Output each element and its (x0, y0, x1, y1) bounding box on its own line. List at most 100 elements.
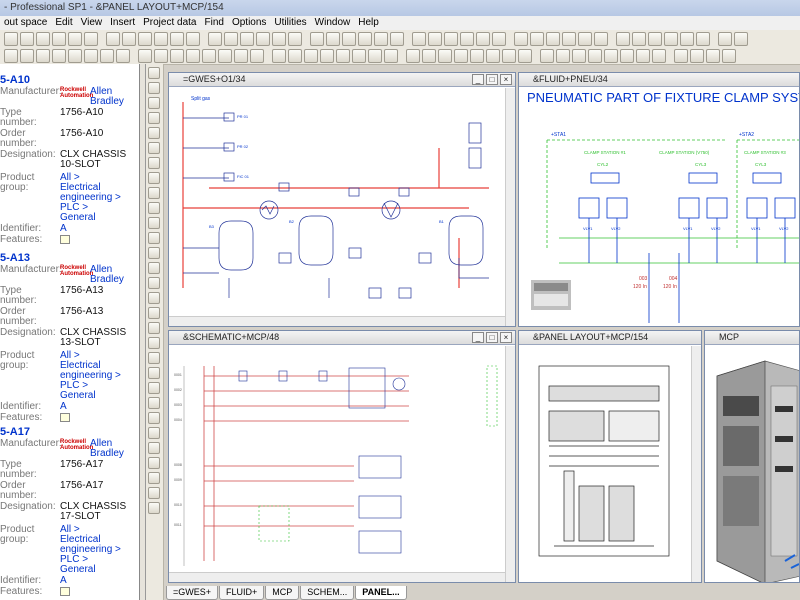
vertical-tool-button[interactable] (148, 457, 160, 469)
toolbar-button[interactable] (84, 48, 98, 63)
toolbar-button[interactable] (186, 48, 200, 63)
close-button[interactable]: × (500, 332, 512, 343)
toolbar-button[interactable] (240, 31, 254, 46)
toolbar-button[interactable] (250, 48, 264, 63)
vertical-tool-button[interactable] (148, 307, 160, 319)
pneumatic-diagram[interactable]: PNEUMATIC PART OF FIXTURE CLAMP SYSTEM +… (519, 88, 799, 326)
toolbar-button[interactable] (734, 31, 748, 46)
menu-project-data[interactable]: Project data (143, 17, 197, 28)
group-item[interactable]: All > (60, 524, 80, 535)
group-item[interactable]: Electrical engineering > (60, 360, 121, 381)
horizontal-scrollbar[interactable] (169, 316, 505, 326)
toolbar-button[interactable] (170, 48, 184, 63)
vertical-tool-button[interactable] (148, 502, 160, 514)
toolbar-button[interactable] (460, 31, 474, 46)
toolbar-button[interactable] (36, 31, 50, 46)
minimize-button[interactable]: _ (472, 332, 484, 343)
product-group-path[interactable]: All >Electrical engineering >PLC >Genera… (60, 173, 138, 223)
vertical-tool-button[interactable] (148, 412, 160, 424)
vertical-tool-button[interactable] (148, 397, 160, 409)
toolbar-button[interactable] (616, 31, 630, 46)
vertical-tool-button[interactable] (148, 277, 160, 289)
toolbar-button[interactable] (256, 31, 270, 46)
toolbar-button[interactable] (556, 48, 570, 63)
toolbar-button[interactable] (680, 31, 694, 46)
gwes-window-title[interactable]: =GWES+O1/34 _□× (169, 73, 515, 87)
toolbar-button[interactable] (652, 48, 666, 63)
vertical-tool-button[interactable] (148, 442, 160, 454)
toolbar-button[interactable] (106, 31, 120, 46)
toolbar-button[interactable] (518, 48, 532, 63)
toolbar-button[interactable] (502, 48, 516, 63)
vertical-tool-button[interactable] (148, 232, 160, 244)
vertical-scrollbar[interactable] (691, 346, 701, 582)
toolbar-button[interactable] (588, 48, 602, 63)
tab-panel[interactable]: PANEL... (355, 586, 407, 600)
toolbar-button[interactable] (690, 48, 704, 63)
vertical-tool-button[interactable] (148, 142, 160, 154)
toolbar-button[interactable] (154, 48, 168, 63)
toolbar-button[interactable] (444, 31, 458, 46)
vertical-tool-button[interactable] (148, 127, 160, 139)
toolbar-button[interactable] (620, 48, 634, 63)
toolbar-button[interactable] (664, 31, 678, 46)
menu-find[interactable]: Find (204, 17, 224, 28)
product-group-path[interactable]: All >Electrical engineering >PLC >Genera… (60, 525, 138, 575)
toolbar-button[interactable] (648, 31, 662, 46)
toolbar-button[interactable] (636, 48, 650, 63)
group-item[interactable]: PLC > (60, 554, 89, 565)
toolbar-button[interactable] (476, 31, 490, 46)
menu-utilities[interactable]: Utilities (274, 17, 307, 28)
menu-edit[interactable]: Edit (55, 17, 73, 28)
vertical-tool-button[interactable] (148, 337, 160, 349)
toolbar-button[interactable] (546, 31, 560, 46)
toolbar-button[interactable] (540, 48, 554, 63)
tab-schematic[interactable]: SCHEM... (300, 586, 355, 600)
menu-view[interactable]: View (80, 17, 103, 28)
toolbar-button[interactable] (4, 48, 18, 63)
toolbar-button[interactable] (116, 48, 130, 63)
vertical-tool-button[interactable] (148, 292, 160, 304)
gwes-window[interactable]: =GWES+O1/34 _□× Split gas (168, 72, 516, 327)
toolbar-button[interactable] (632, 31, 646, 46)
toolbar-button[interactable] (310, 31, 324, 46)
toolbar-button[interactable] (68, 31, 82, 46)
close-button[interactable]: × (500, 74, 512, 85)
vertical-tool-button[interactable] (148, 217, 160, 229)
toolbar-button[interactable] (428, 31, 442, 46)
group-item[interactable]: General (60, 390, 96, 401)
vertical-tool-button[interactable] (148, 487, 160, 499)
menu-window[interactable]: Window (314, 17, 351, 28)
toolbar-button[interactable] (288, 48, 302, 63)
tab-mcp[interactable]: MCP (265, 586, 300, 600)
toolbar-button[interactable] (706, 48, 720, 63)
toolbar-button[interactable] (52, 31, 66, 46)
menu-help[interactable]: Help (358, 17, 379, 28)
vertical-tool-button[interactable] (148, 352, 160, 364)
toolbar-button[interactable] (572, 48, 586, 63)
toolbar-button[interactable] (170, 31, 184, 46)
toolbar-button[interactable] (288, 31, 302, 46)
mcp-window-title[interactable]: MCP (705, 331, 799, 345)
vertical-tool-button[interactable] (148, 67, 160, 79)
sidebar-splitter[interactable] (140, 64, 146, 600)
toolbar-button[interactable] (718, 31, 732, 46)
group-item[interactable]: All > (60, 350, 80, 361)
toolbar-button[interactable] (224, 31, 238, 46)
fluid-window[interactable]: &FLUID+PNEU/34 PNEUMATIC PART OF FIXTURE… (518, 72, 800, 327)
vertical-tool-button[interactable] (148, 382, 160, 394)
group-item[interactable]: PLC > (60, 202, 89, 213)
group-item[interactable]: PLC > (60, 380, 89, 391)
group-item[interactable]: General (60, 212, 96, 223)
toolbar-button[interactable] (358, 31, 372, 46)
toolbar-button[interactable] (272, 31, 286, 46)
tab-fluid[interactable]: FLUID+ (219, 586, 265, 600)
menu-layout-space[interactable]: out space (4, 17, 48, 28)
vertical-tool-button[interactable] (148, 202, 160, 214)
toolbar-button[interactable] (438, 48, 452, 63)
